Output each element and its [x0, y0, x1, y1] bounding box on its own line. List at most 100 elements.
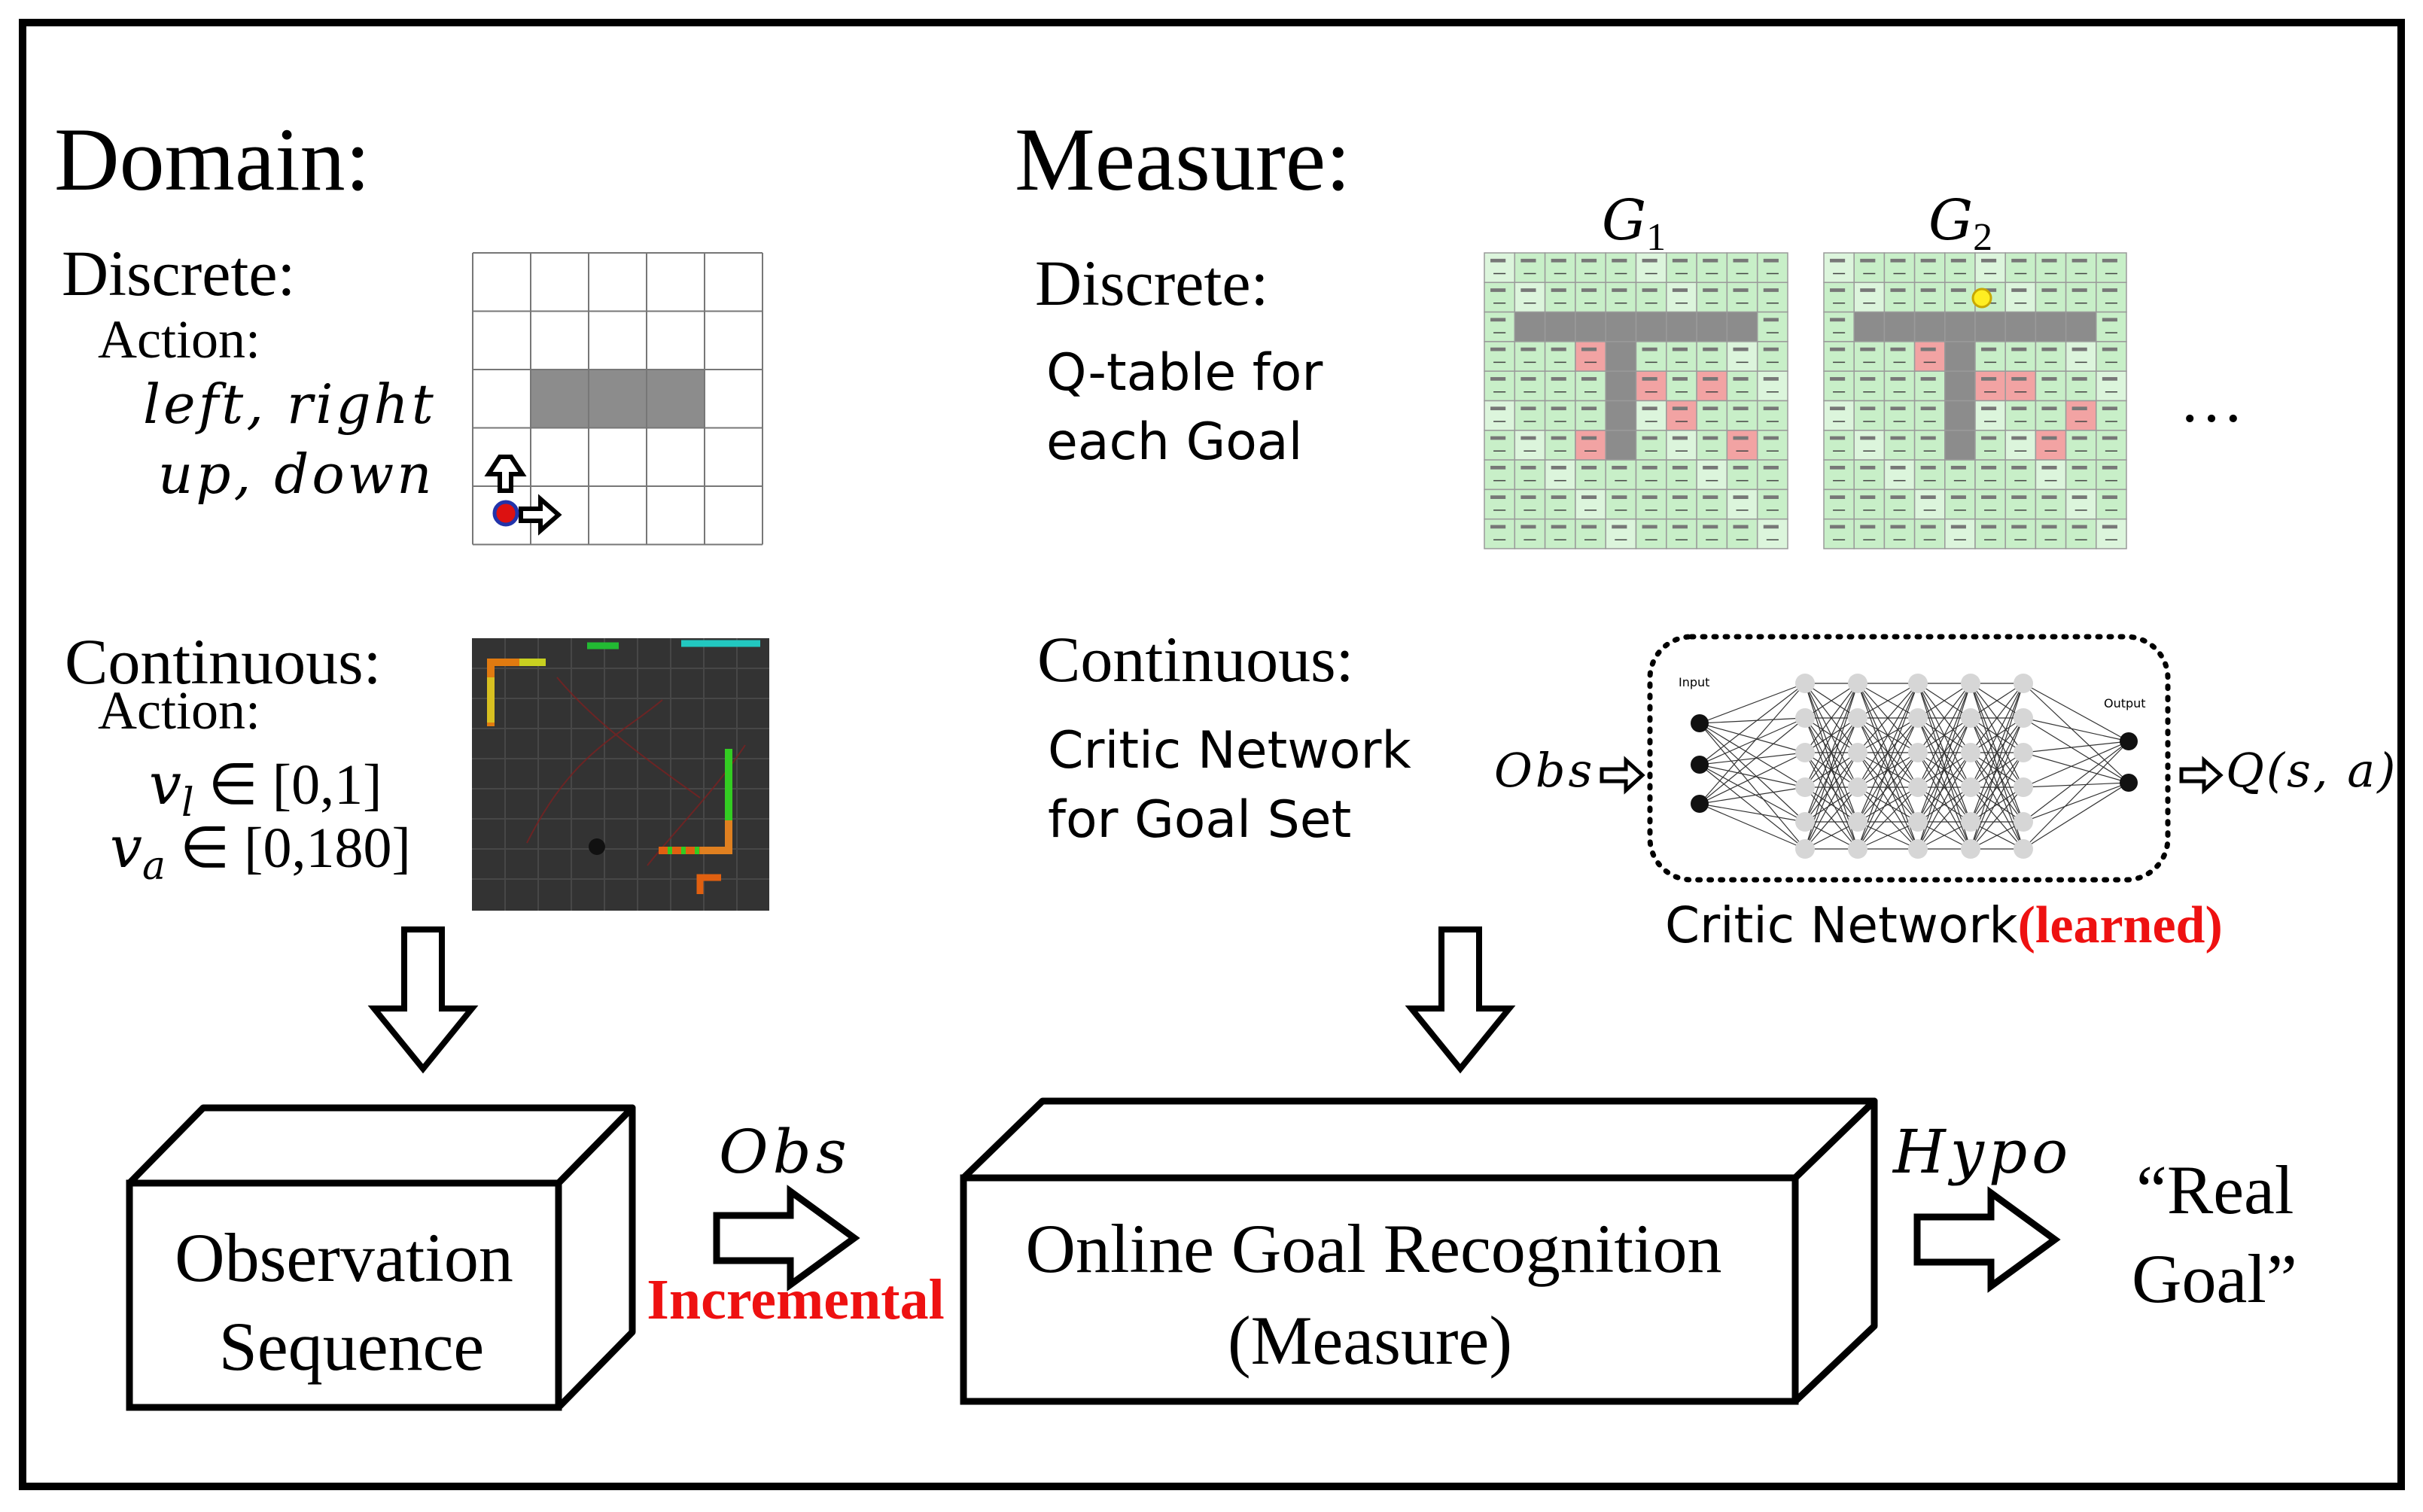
q-table-cell	[1853, 311, 1886, 342]
measure-continuous-desc-line2: for Goal Set	[1048, 790, 1351, 850]
goal2-label: G2	[1928, 188, 1992, 259]
network-node	[2014, 777, 2033, 797]
q-table-cell	[1944, 281, 1976, 313]
network-node	[1848, 777, 1867, 797]
discrete-gridworld	[472, 252, 763, 546]
q-table-cell	[1913, 518, 1946, 549]
q-table-cell	[1823, 488, 1855, 520]
domain-continuous-action-label: Action:	[98, 680, 260, 741]
q-table-cell	[1484, 488, 1516, 520]
q-table-cell	[1605, 252, 1637, 284]
q-table-cell	[1756, 370, 1788, 402]
q-table-cell	[1853, 281, 1886, 313]
network-node	[1908, 839, 1928, 859]
q-table-cell	[1883, 370, 1916, 402]
q-table-cell	[1605, 430, 1637, 461]
q-table-cell	[1944, 518, 1976, 549]
critic-network-diagram	[1691, 674, 2138, 859]
q-table-cell	[1666, 488, 1697, 520]
q-table-cell	[2065, 281, 2097, 313]
q-table-cell	[1756, 341, 1788, 372]
q-table-cell	[1605, 518, 1637, 549]
network-node	[1795, 777, 1815, 797]
q-table-cell	[1635, 311, 1667, 342]
q-table-cell	[1883, 341, 1916, 372]
domain-continuous-vl: vl ∈ [0,1]	[149, 750, 382, 826]
q-table-cell	[1575, 281, 1606, 313]
q-table-goal2	[1823, 252, 2127, 549]
q-table-cell	[1666, 281, 1697, 313]
network-node	[1961, 812, 1980, 832]
q-table-cell	[1635, 281, 1667, 313]
observation-box-line1: Observation	[175, 1219, 513, 1296]
q-table-cell	[1913, 252, 1946, 284]
q-table-cell	[1605, 281, 1637, 313]
q-table-cell	[2004, 400, 2037, 431]
q-table-cell	[1635, 252, 1667, 284]
network-node	[2014, 743, 2033, 762]
domain-discrete-actions-line1: left, right	[143, 373, 437, 436]
network-node	[2014, 674, 2033, 693]
q-table-cell	[2035, 518, 2067, 549]
agent-icon	[492, 500, 519, 527]
q-table-cell	[1575, 341, 1606, 372]
measure-discrete-desc-line2: each Goal	[1046, 412, 1302, 472]
q-table-cell	[1544, 252, 1576, 284]
q-table-cell	[1974, 430, 2006, 461]
q-table-cell	[2035, 341, 2067, 372]
network-input-label: Input	[1679, 675, 1709, 689]
q-table-cell	[2065, 400, 2097, 431]
q-table-cell	[2035, 281, 2067, 313]
observation-box-line2: Sequence	[219, 1308, 485, 1385]
q-table-cell	[2096, 459, 2127, 491]
q-table-cell	[1756, 459, 1788, 491]
q-table-cell	[1635, 370, 1667, 402]
network-node	[1691, 714, 1709, 732]
q-table-cell	[2004, 518, 2037, 549]
q-table-cell	[2004, 281, 2037, 313]
q-table-cell	[2004, 488, 2037, 520]
q-table-cell	[1514, 252, 1546, 284]
q-table-cell	[1726, 459, 1758, 491]
measure-discrete-label: Discrete:	[1035, 247, 1268, 319]
q-table-cell	[1605, 370, 1637, 402]
grid-wall	[531, 369, 705, 427]
up-arrow-icon	[484, 455, 527, 493]
q-table-cell	[1544, 341, 1576, 372]
q-table-cell	[1514, 281, 1546, 313]
q-table-cell	[1696, 488, 1728, 520]
measure-continuous-label: Continuous:	[1037, 623, 1354, 695]
q-table-cell	[1635, 400, 1667, 431]
q-table-cell	[1544, 311, 1576, 342]
network-node	[2120, 732, 2138, 750]
q-table-cell	[1823, 370, 1855, 402]
q-table-cell	[1696, 459, 1728, 491]
q-table-cell	[1974, 252, 2006, 284]
right-arrow-icon	[1913, 1186, 2061, 1293]
q-table-cell	[1544, 281, 1576, 313]
q-table-cell	[1696, 252, 1728, 284]
q-table-cell	[1726, 341, 1758, 372]
q-table-cell	[2096, 341, 2127, 372]
q-table-cell	[1544, 430, 1576, 461]
network-node	[1961, 708, 1980, 728]
q-table-cell	[1514, 341, 1546, 372]
q-table-cell	[1696, 400, 1728, 431]
q-table-cell	[1514, 400, 1546, 431]
q-table-cell	[1853, 459, 1886, 491]
q-table-cell	[1883, 311, 1916, 342]
domain-discrete-label: Discrete:	[62, 237, 295, 309]
q-table-cell	[1696, 370, 1728, 402]
q-table-cell	[1484, 518, 1516, 549]
right-arrow-icon	[713, 1185, 860, 1291]
q-table-cell	[2096, 281, 2127, 313]
q-table-cell	[1696, 341, 1728, 372]
q-table-cell	[1605, 400, 1637, 431]
q-table-cell	[1944, 400, 1976, 431]
network-node	[2120, 774, 2138, 792]
q-table-cell	[1666, 370, 1697, 402]
q-table-cell	[1883, 459, 1916, 491]
q-table-cell	[1544, 488, 1576, 520]
q-table-cell	[1575, 370, 1606, 402]
q-table-cell	[1726, 488, 1758, 520]
